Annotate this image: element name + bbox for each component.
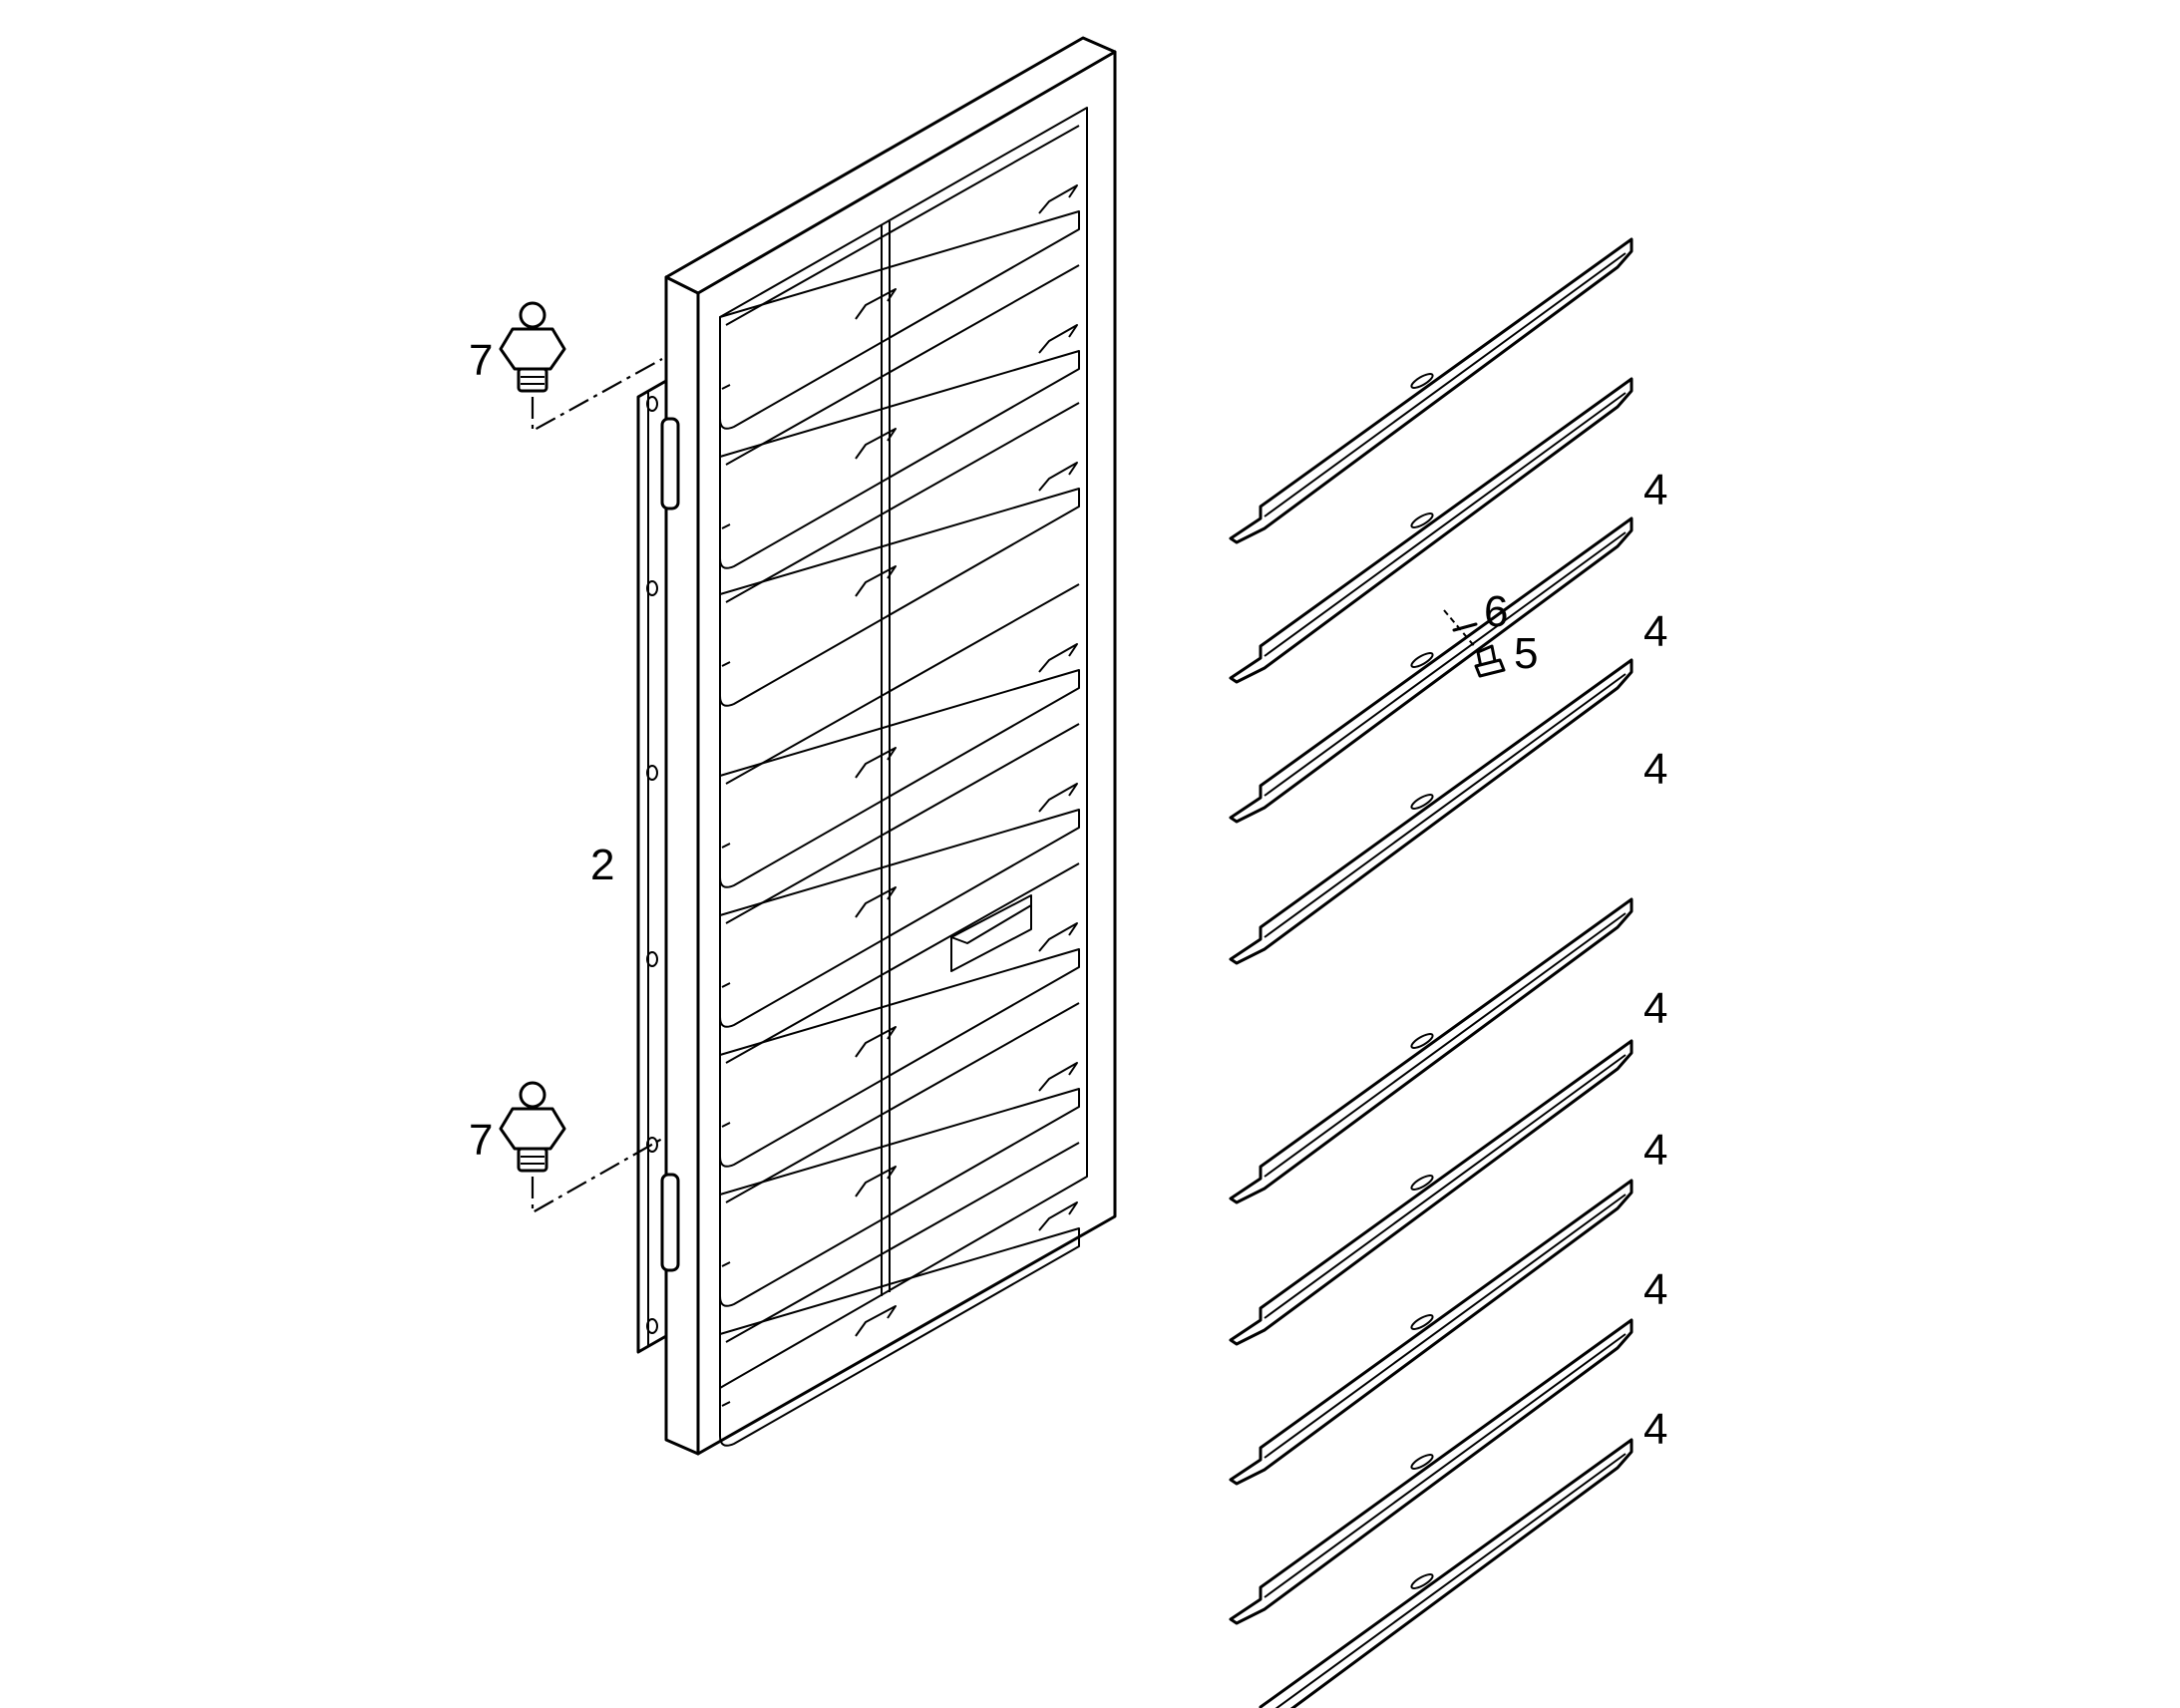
screw: [1474, 644, 1506, 678]
louver-blade: [1229, 1179, 1634, 1486]
louver-blade: [1229, 516, 1634, 824]
callout-4-blade-3: 4: [1643, 745, 1667, 794]
callout-7-bottom: 7: [469, 1116, 493, 1165]
grease-fitting-top: [499, 301, 566, 393]
louver-blade: [1259, 1438, 1634, 1708]
grease-fitting-bottom: [499, 1081, 566, 1173]
screw-leader: [1443, 609, 1477, 649]
callout-4-blade-5: 4: [1643, 1126, 1667, 1175]
callout-4-blade-1: 4: [1643, 466, 1667, 514]
washer: [1452, 622, 1478, 632]
frame-slat: [719, 1142, 1080, 1447]
leader-top-fitting: [531, 358, 663, 433]
frame-slat: [719, 583, 1080, 888]
louver-blade: [1229, 658, 1634, 965]
louver-blade: [1229, 1039, 1634, 1346]
loose-louver-blades: [1229, 237, 1634, 1708]
callout-6: 6: [1484, 587, 1508, 636]
louver-blade: [1229, 897, 1634, 1204]
louver-blade: [1229, 237, 1634, 544]
louver-blade: [1229, 377, 1634, 684]
frame-slat: [719, 1002, 1080, 1307]
callout-4-blade-2: 4: [1643, 607, 1667, 656]
louver-blade: [1229, 1318, 1634, 1625]
door-frame: [664, 36, 1117, 1456]
frame-slat: [719, 402, 1080, 707]
frame-slat: [719, 862, 1080, 1168]
callout-5: 5: [1514, 629, 1538, 678]
leader-bottom-fitting: [531, 1138, 663, 1214]
divider-bracket: [950, 894, 1032, 972]
callout-4-blade-4: 4: [1643, 984, 1667, 1033]
frame-louver-slats: [719, 125, 1080, 1447]
callout-7-top: 7: [469, 336, 493, 385]
callout-4-blade-6: 4: [1643, 1265, 1667, 1314]
frame-slat: [719, 125, 1080, 430]
frame-slat: [719, 723, 1080, 1028]
hinge-strip: [636, 379, 680, 1354]
callout-2: 2: [590, 841, 614, 889]
callout-4-blade-7: 4: [1643, 1405, 1667, 1454]
frame-slat: [719, 264, 1080, 569]
